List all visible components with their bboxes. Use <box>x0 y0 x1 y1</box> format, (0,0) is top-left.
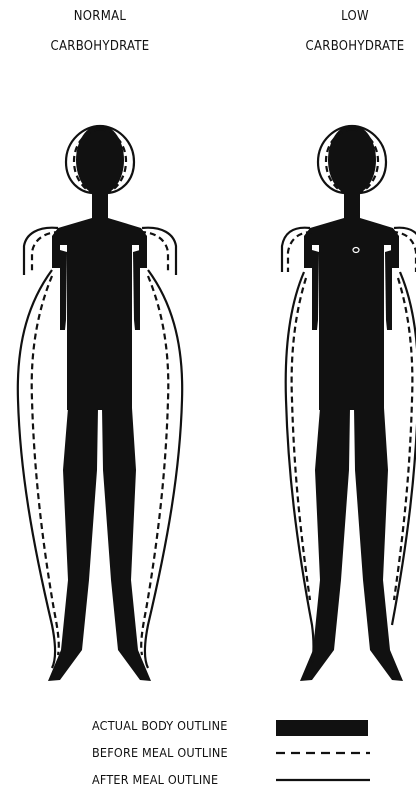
figure-normal-carbohydrate <box>18 125 182 681</box>
figure-low-carbohydrate <box>282 125 416 681</box>
legend-after-label: AFTER MEAL OUTLINE <box>92 772 218 787</box>
actual-body-silhouette-low <box>300 125 403 681</box>
legend-actual-label: ACTUAL BODY OUTLINE <box>92 718 228 733</box>
legend-before-label: BEFORE MEAL OUTLINE <box>92 745 228 760</box>
actual-body-silhouette-normal <box>48 125 151 681</box>
legend-actual-swatch <box>276 720 368 736</box>
